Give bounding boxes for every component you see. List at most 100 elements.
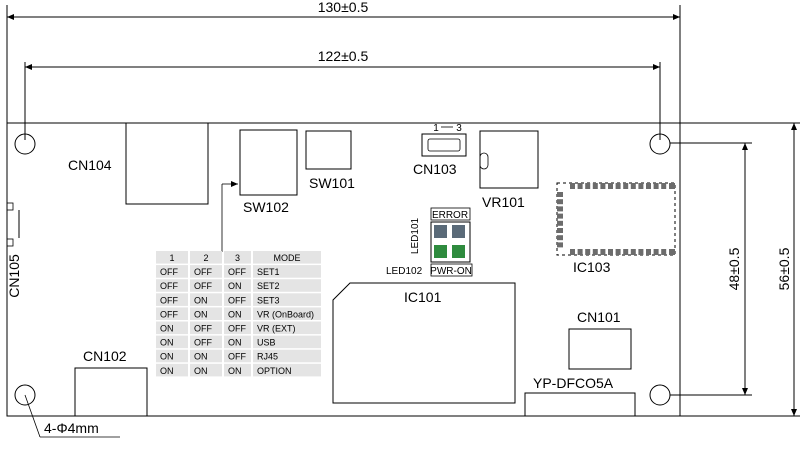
dimension-overall-height: 56±0.5 [680, 122, 800, 417]
ic103-pad-bottom [608, 249, 613, 255]
table-cell: OFF [160, 309, 178, 319]
ic101-label: IC101 [404, 289, 442, 305]
ic103-label: IC103 [573, 259, 611, 275]
table-cell-bg [253, 321, 321, 335]
table-cell-bg [224, 251, 251, 264]
table-cell-bg [156, 293, 188, 306]
table-header-cell: 3 [235, 253, 240, 263]
table-cell: VR (EXT) [257, 324, 296, 334]
ic103-pad-bottom [653, 249, 659, 255]
ic103-pad-bottom [570, 249, 575, 255]
led102-pwr-right [452, 245, 465, 258]
sw102-leader [221, 181, 238, 252]
table-cell: ON [160, 366, 174, 376]
led-block [430, 221, 471, 263]
table-cell-bg [190, 363, 222, 377]
cn101-label: CN101 [577, 309, 621, 325]
ic103-pad-bottom [615, 249, 621, 255]
ic103-pad-top [653, 183, 659, 189]
ic103-pad-left [557, 192, 563, 197]
table-cell-bg [190, 349, 222, 363]
table-cell: ON [160, 324, 174, 334]
ic103-pad-top [585, 183, 591, 189]
ic103-pad-top [592, 183, 598, 189]
ic103-pad-left [557, 242, 563, 248]
dimension-hole-pitch-y-label: 48±0.5 [726, 247, 742, 290]
table-cell: ON [194, 295, 208, 305]
ic103-pad-bottom [661, 249, 667, 255]
dimension-hole-pitch-y: 48±0.5 [670, 142, 752, 396]
mounting-hole-bottom-right [649, 384, 671, 406]
table-cell: ON [194, 366, 208, 376]
ic103-pad-left [557, 199, 563, 205]
ic103-pad-bottom [577, 249, 583, 255]
table-cell: OFF [228, 324, 246, 334]
table-cell-bg [224, 279, 251, 292]
table-cell-bg [253, 307, 321, 320]
led101-error-right [452, 225, 465, 238]
sw101-label: SW101 [309, 175, 355, 191]
mounting-hole-top-left [14, 133, 36, 155]
mounting-hole-bottom-left [14, 384, 36, 406]
ic103-pad-top [577, 183, 583, 189]
table-cell-bg [190, 335, 222, 349]
table-header-cell: MODE [274, 253, 301, 263]
table-cell-bg [224, 265, 251, 278]
led102-pwr-left [434, 245, 447, 258]
table-cell-bg [156, 279, 188, 292]
table-cell: OFF [228, 352, 246, 362]
table-cell-bg [253, 335, 321, 349]
ic103-pad-left [557, 206, 563, 212]
table-cell: OFF [160, 267, 178, 277]
ic103-pad-corner [669, 249, 675, 255]
ic103-pad-bottom [623, 249, 629, 255]
ic103-pad-left [557, 220, 563, 226]
ic103-pad-corner [669, 183, 675, 189]
connector-cn103 [421, 133, 467, 157]
table-cell-bg [224, 349, 251, 363]
table-cell-bg [190, 293, 222, 306]
potentiometer-vr101 [479, 130, 539, 189]
table-cell-bg [190, 265, 222, 278]
table-header-cell: 1 [169, 253, 174, 263]
table-cell-bg [156, 265, 188, 278]
table-cell: ON [160, 338, 174, 348]
table-cell: OPTION [257, 366, 292, 376]
table-cell-bg [156, 251, 188, 264]
led102-label: LED102 [386, 266, 423, 277]
led101-label: LED101 [410, 217, 421, 254]
table-cell-bg [190, 321, 222, 335]
cn104-label: CN104 [68, 157, 112, 173]
switch-sw101 [305, 130, 352, 170]
switch-sw102 [239, 129, 298, 196]
holes-callout-label: 4-Φ4mm [44, 420, 99, 436]
cn102-label: CN102 [83, 348, 127, 364]
model-plate [524, 392, 636, 417]
table-cell-bg [156, 363, 188, 377]
table-cell-bg [224, 363, 251, 377]
table-cell: ON [228, 366, 242, 376]
pwr-on-label: PWR-ON [430, 266, 472, 277]
table-cell-bg [224, 293, 251, 306]
table-cell: OFF [194, 324, 212, 334]
table-cell-bg [224, 321, 251, 335]
cn103-label: CN103 [413, 161, 457, 177]
ic103-pad-top [646, 183, 651, 189]
table-cell: SET1 [257, 267, 280, 277]
model-label: YP-DFCO5A [533, 375, 614, 391]
table-cell: ON [228, 338, 242, 348]
ic103-pad-top [608, 183, 613, 189]
cn103-pin-3-label: 3 [456, 123, 462, 134]
table-cell: OFF [194, 267, 212, 277]
error-tag [430, 207, 471, 221]
ic103-pad-left [557, 235, 563, 241]
sw102-label: SW102 [243, 199, 289, 215]
ic103-pad-top [661, 183, 667, 189]
table-cell-bg [253, 265, 321, 278]
table-cell: OFF [228, 267, 246, 277]
table-cell-bg [156, 307, 188, 320]
table-cell: VR (OnBoard) [257, 309, 314, 319]
